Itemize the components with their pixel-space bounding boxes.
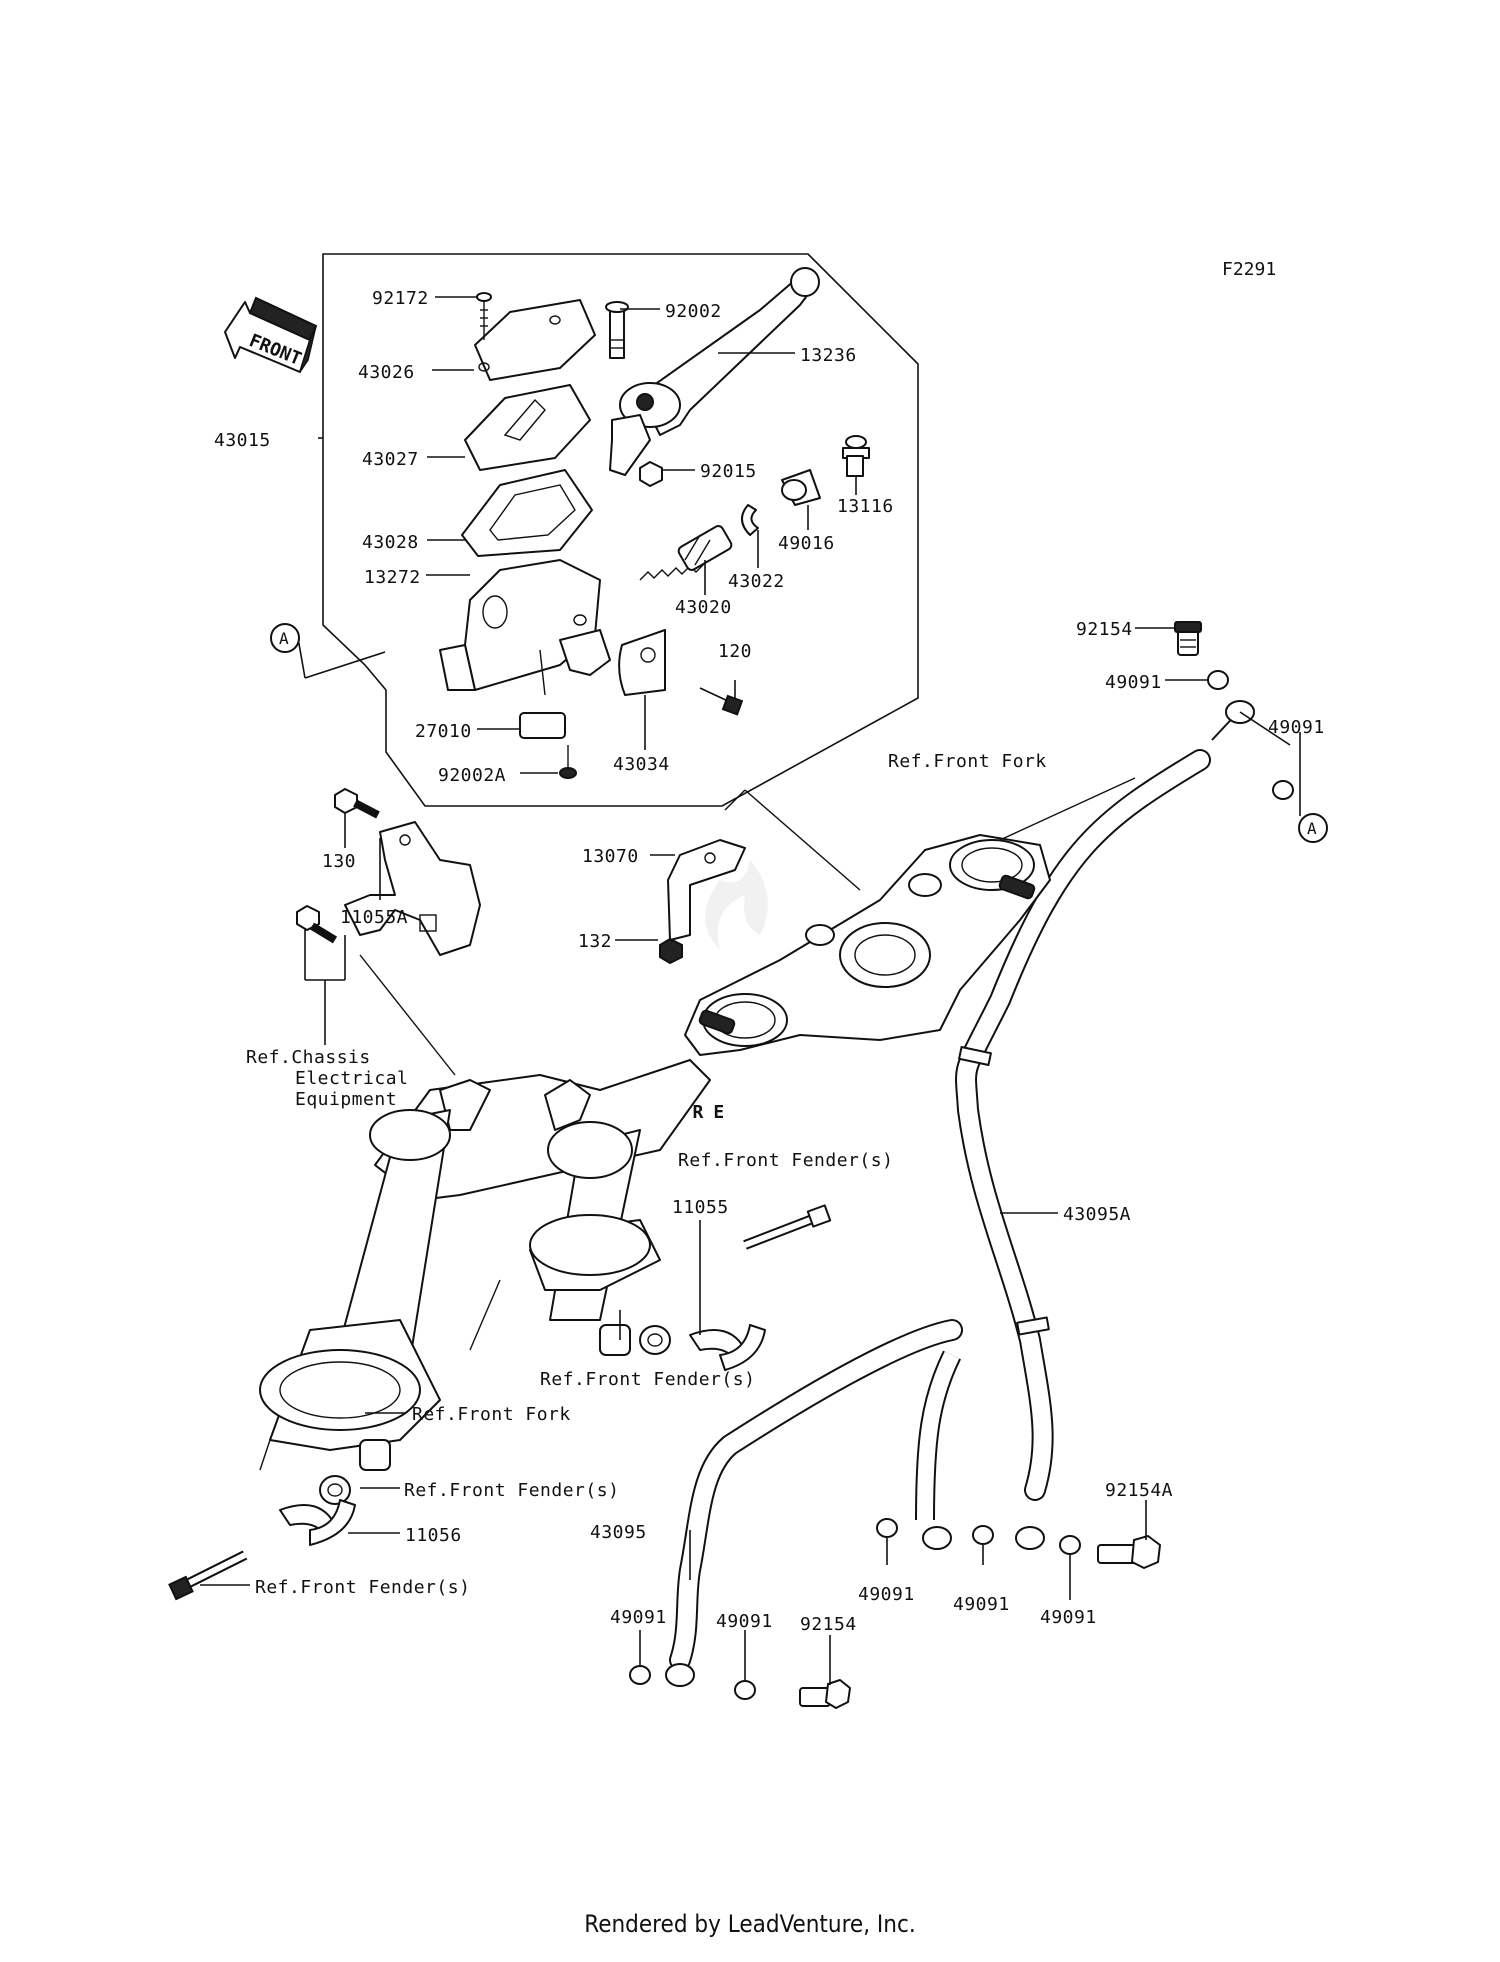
label-ref-front-fork-top: Ref.Front Fork xyxy=(888,751,1047,772)
label-11055: 11055 xyxy=(672,1197,729,1218)
diaphragm xyxy=(461,469,593,557)
front-arrow-icon: FRONT xyxy=(224,296,318,373)
leader-lines xyxy=(200,296,1301,1685)
reservoir-cap xyxy=(474,299,596,381)
label-49091-d: 49091 xyxy=(716,1611,773,1632)
bracket-13070 xyxy=(667,839,746,941)
washer-49091-a xyxy=(1207,670,1229,690)
clamp-11056 xyxy=(279,1499,356,1546)
label-49091-a: 49091 xyxy=(1105,672,1162,693)
footer-credit: Rendered by LeadVenture, Inc. xyxy=(584,1910,916,1938)
label-49091-g: 49091 xyxy=(1040,1607,1097,1628)
upper-triple-clamp xyxy=(684,834,1051,1056)
callout-a-right: A xyxy=(1298,813,1328,843)
label-13272: 13272 xyxy=(364,567,421,588)
figure-code: F2291 xyxy=(1222,259,1276,280)
label-ref-front-fender-2: Ref.Front Fender(s) xyxy=(540,1369,755,1390)
part-labels: 92172 92002 13236 43026 43015 43027 9201… xyxy=(214,288,1325,1635)
bolt-chassis xyxy=(296,905,338,944)
banjo-bolt-92154-top xyxy=(1174,621,1202,656)
label-ref-front-fender-1: Ref.Front Fender(s) xyxy=(678,1150,893,1171)
watermark-logo xyxy=(705,860,768,950)
label-27010: 27010 xyxy=(415,721,472,742)
washer-49091-e xyxy=(876,1518,898,1538)
label-49016: 49016 xyxy=(778,533,835,554)
label-49091-f: 49091 xyxy=(953,1594,1010,1615)
label-43028: 43028 xyxy=(362,532,419,553)
label-13116: 13116 xyxy=(837,496,894,517)
label-11056: 11056 xyxy=(405,1525,462,1546)
screw-92002A xyxy=(559,745,577,779)
label-130: 130 xyxy=(322,851,356,872)
label-92002: 92002 xyxy=(665,301,722,322)
screw-92172 xyxy=(476,292,492,340)
brake-hose-43095A xyxy=(955,700,1255,1550)
circlip-43022 xyxy=(741,504,759,536)
brake-light-switch xyxy=(519,712,566,739)
label-43020: 43020 xyxy=(675,597,732,618)
label-43034: 43034 xyxy=(613,754,670,775)
label-13070: 13070 xyxy=(582,846,639,867)
bolt-left-fender xyxy=(168,1550,248,1601)
label-ref-front-fork-bottom: Ref.Front Fork xyxy=(412,1404,571,1425)
label-13236: 13236 xyxy=(800,345,857,366)
master-cylinder-assembly-boundary xyxy=(322,253,919,807)
label-43027: 43027 xyxy=(362,449,419,470)
label-49091-e: 49091 xyxy=(858,1584,915,1605)
label-92002A: 92002A xyxy=(438,765,506,786)
boot-49016 xyxy=(781,469,821,506)
label-ref-chassis-3: Equipment xyxy=(295,1089,397,1110)
label-92015: 92015 xyxy=(700,461,757,482)
banjo-bolt-92154A xyxy=(1097,1535,1161,1569)
label-11055A: 11055A xyxy=(340,907,408,928)
collar-left xyxy=(319,1439,391,1505)
bolt-120 xyxy=(699,687,744,716)
label-ref-chassis-1: Ref.Chassis xyxy=(246,1047,371,1068)
label-92154-bottom: 92154 xyxy=(800,1614,857,1635)
piston-assembly xyxy=(639,525,733,581)
washer-49091-f xyxy=(972,1525,994,1545)
label-43095A: 43095A xyxy=(1063,1204,1131,1225)
bolt-130 xyxy=(334,788,380,819)
pivot-pin-13116 xyxy=(842,435,870,477)
label-92154A: 92154A xyxy=(1105,1480,1173,1501)
label-49091-b: 49091 xyxy=(1268,717,1325,738)
label-43026: 43026 xyxy=(358,362,415,383)
label-49091-c: 49091 xyxy=(610,1607,667,1628)
master-cylinder-body xyxy=(439,559,611,696)
label-92172: 92172 xyxy=(372,288,429,309)
brake-hose-43095 xyxy=(665,1319,963,1687)
reservoir-plate xyxy=(464,384,591,471)
label-120: 120 xyxy=(718,641,752,662)
front-forks xyxy=(259,1059,711,1471)
nut-92015 xyxy=(639,461,663,487)
washer-49091-d xyxy=(734,1680,756,1700)
label-43015: 43015 xyxy=(214,430,271,451)
label-43095: 43095 xyxy=(590,1522,647,1543)
bolt-right-fender xyxy=(743,1204,832,1250)
svg-text:A: A xyxy=(1307,819,1317,838)
label-ref-chassis-2: Electrical xyxy=(295,1068,408,1089)
washer-49091-b xyxy=(1272,780,1294,800)
banjo-bolt-92154-bottom xyxy=(799,1679,851,1709)
svg-text:A: A xyxy=(279,629,289,648)
clamp-43034 xyxy=(618,629,666,696)
label-ref-front-fender-4: Ref.Front Fender(s) xyxy=(255,1577,470,1598)
label-132: 132 xyxy=(578,931,612,952)
brake-lever xyxy=(609,267,820,476)
collar-right xyxy=(599,1324,671,1356)
callout-a-left: A xyxy=(270,623,300,653)
bolt-92002 xyxy=(605,301,629,359)
washer-49091-c xyxy=(629,1665,651,1685)
bolt-132 xyxy=(659,937,683,965)
washer-49091-g xyxy=(1059,1535,1081,1555)
label-43022: 43022 xyxy=(728,571,785,592)
label-ref-front-fender-3: Ref.Front Fender(s) xyxy=(404,1480,619,1501)
label-92154-top: 92154 xyxy=(1076,619,1133,640)
bracket-11055A xyxy=(344,821,481,956)
clamp-11055 xyxy=(689,1324,766,1371)
